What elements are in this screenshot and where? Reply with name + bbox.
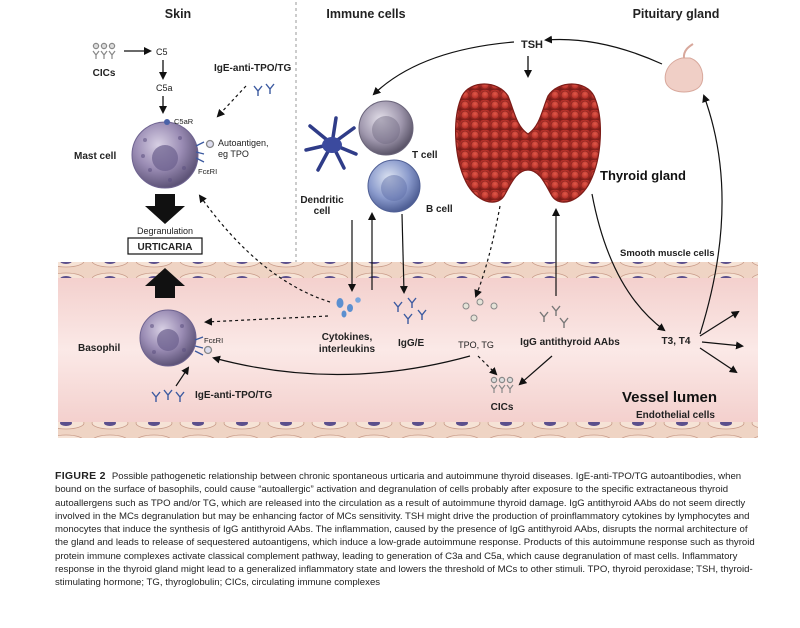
endothelial-label: Endothelial cells bbox=[636, 410, 715, 421]
igg-e-label: IgG/E bbox=[398, 338, 424, 349]
t3t4-label: T3, T4 bbox=[662, 336, 691, 347]
tpo-tg-label: TPO, TG bbox=[458, 340, 494, 350]
c5-label: C5 bbox=[156, 47, 168, 57]
cytokines-label-2: interleukins bbox=[319, 344, 376, 355]
tsh-label: TSH bbox=[521, 39, 543, 51]
igg-aabs-label: IgG antithyroid AAbs bbox=[520, 337, 620, 348]
cics-top-label: CICs bbox=[93, 68, 116, 79]
cics-bottom-icon bbox=[490, 376, 514, 393]
mast-cell-label: Mast cell bbox=[74, 151, 116, 162]
diagram: Skin Immune cells Pituitary gland CICs C… bbox=[58, 2, 758, 438]
dendritic-label-1: Dendritic bbox=[300, 195, 344, 206]
endothelium-bottom bbox=[58, 422, 758, 438]
thyroid-gland bbox=[455, 83, 601, 203]
t-cell bbox=[358, 100, 414, 156]
smooth-muscle-label: Smooth muscle cells bbox=[620, 248, 715, 259]
igg-e-icon bbox=[393, 297, 427, 324]
cytokines-icon bbox=[336, 297, 361, 318]
figure-label: FIGURE 2 bbox=[55, 470, 106, 482]
igg-aabs-icon bbox=[539, 305, 569, 328]
pituitary-gland bbox=[664, 43, 704, 93]
urticaria-label: URTICARIA bbox=[138, 242, 193, 253]
ige-antibody-icon bbox=[253, 83, 275, 96]
ige-bottom-label: IgE-anti-TPO/TG bbox=[195, 390, 272, 401]
c5ar-label: C5aR bbox=[174, 117, 194, 126]
fceri-mast-label: FcεRI bbox=[198, 167, 217, 176]
ige-bottom-icon bbox=[151, 389, 185, 402]
ige-top-label: IgE-anti-TPO/TG bbox=[214, 63, 291, 74]
caption-text: Possible pathogenetic relationship betwe… bbox=[55, 471, 755, 589]
cytokines-label-1: Cytokines, bbox=[322, 332, 373, 343]
b-cell bbox=[367, 159, 421, 213]
t-cell-label: T cell bbox=[412, 150, 438, 161]
basophil-label: Basophil bbox=[78, 343, 120, 354]
c5ar-receptor-icon bbox=[164, 119, 170, 125]
tpo-tg-icon bbox=[462, 298, 498, 322]
b-cell-label: B cell bbox=[426, 204, 453, 215]
autoantigen-label-1: Autoantigen, bbox=[218, 138, 269, 148]
c5a-label: C5a bbox=[156, 83, 173, 93]
degranulation-arrow-down bbox=[145, 194, 185, 224]
autoantigen-label-2: eg TPO bbox=[218, 149, 249, 159]
header-skin: Skin bbox=[165, 7, 191, 21]
degranulation-label: Degranulation bbox=[137, 226, 193, 236]
urticaria-box bbox=[127, 237, 203, 255]
fceri-receptor-icon bbox=[195, 139, 215, 163]
mast-cell bbox=[131, 121, 199, 189]
vessel-lumen-label: Vessel lumen bbox=[622, 389, 717, 406]
dendritic-cell bbox=[304, 116, 358, 172]
endothelium-top bbox=[58, 262, 758, 278]
header-pituitary-gland: Pituitary gland bbox=[633, 7, 720, 21]
thyroid-gland-label: Thyroid gland bbox=[600, 168, 686, 183]
cics-icon bbox=[92, 42, 116, 59]
basophil-receptor-icon bbox=[194, 336, 213, 356]
dashed-arrows bbox=[198, 194, 501, 376]
cics-bottom-label: CICs bbox=[491, 402, 514, 413]
header-immune-cells: Immune cells bbox=[326, 7, 405, 21]
dendritic-label-2: cell bbox=[314, 206, 331, 217]
pathway-arrows bbox=[212, 35, 744, 386]
basophil-cell bbox=[139, 309, 197, 367]
fceri-basophil-label: FcεRI bbox=[204, 336, 223, 345]
degranulation-arrow-up bbox=[145, 268, 185, 298]
